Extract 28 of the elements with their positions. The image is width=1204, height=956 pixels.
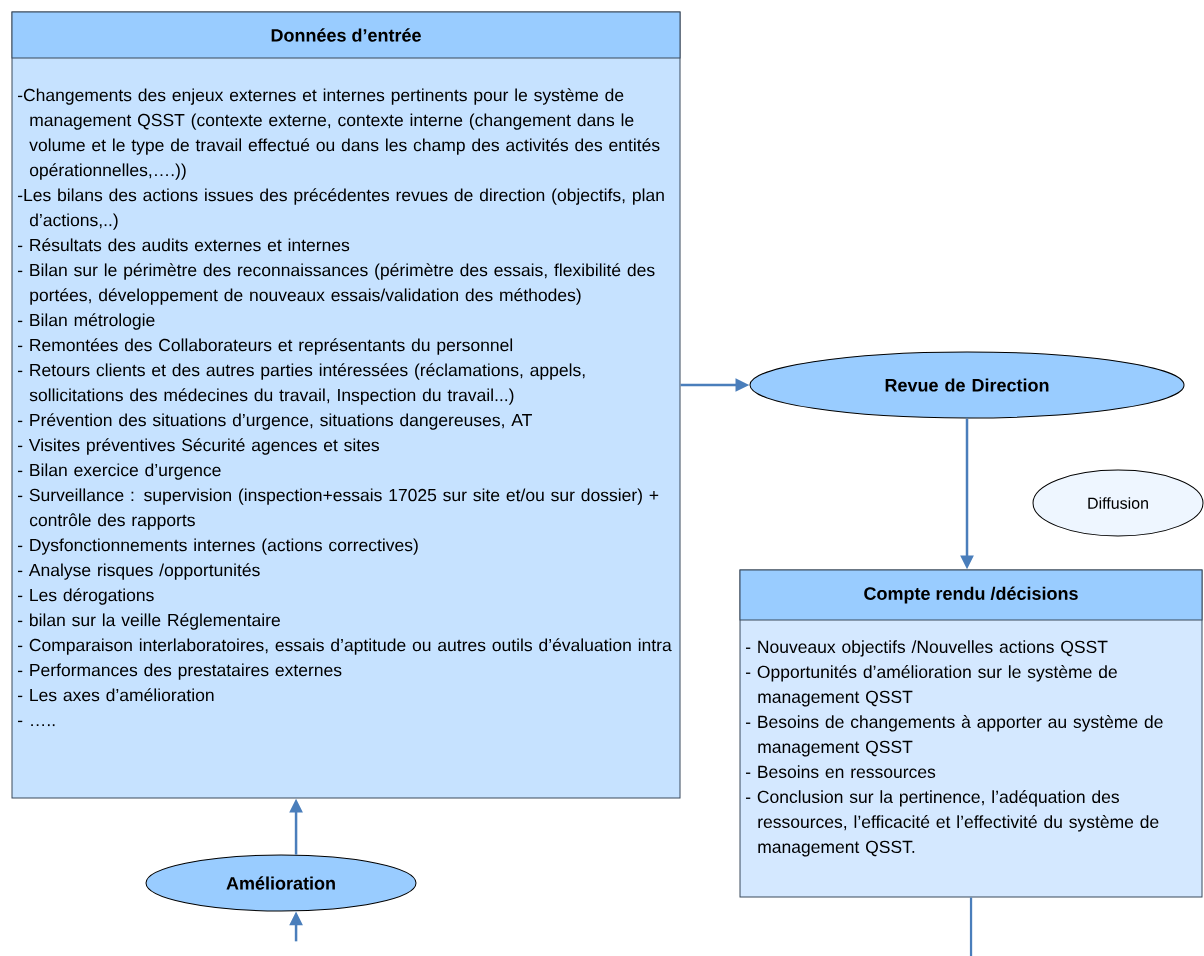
- list-item: - …..: [18, 720, 55, 727]
- list-item: - Les dérogations: [18, 588, 154, 605]
- list-item: - Comparaison interlaboratoires, essais d’aptitude ou autres outils d’évaluation intra: [18, 638, 672, 655]
- list-item: -Changements des enjeux externes et internes pertinents pour le système de management QSST (contexte externe, contexte interne (changement dans le volume et le type de travail effectué ou dans les champ des activités des entités opérationnelles,….)): [18, 88, 660, 180]
- box-heading: Compte rendu /décisions: [864, 586, 1078, 604]
- list-item: - bilan sur la veille Réglementaire: [18, 613, 280, 630]
- list-item: - Prévention des situations d’urgence, situations dangereuses, AT: [18, 413, 532, 430]
- list-item: - Surveillance : supervision (inspection+essais 17025 sur site et/ou sur dossier) + contrôle des rapports: [18, 488, 659, 530]
- list-item: - Retours clients et des autres parties intéressées (réclamations, appels, sollicitations des médecines du travail, Inspection du travail...): [18, 363, 585, 405]
- process-box: [11, 11, 681, 799]
- list-item: - Bilan sur le périmètre des reconnaissances (périmètre des essais, flexibilité des portées, développement de nouveaux essais/validation des méthodes): [18, 263, 655, 305]
- list-item: -Les bilans des actions issues des précédentes revues de direction (objectifs, plan d’actions,..): [18, 188, 664, 230]
- list-item: - Bilan métrologie: [18, 313, 155, 330]
- list-item: - Remontées des Collaborateurs et représentants du personnel: [18, 338, 513, 355]
- list-item: - Bilan exercice d’urgence: [18, 463, 221, 480]
- list-item: - Visites préventives Sécurité agences et sites: [18, 438, 379, 455]
- list-item: - Besoins de changements à apporter au système de management QSST: [746, 715, 1163, 757]
- list-item: - Dysfonctionnements internes (actions correctives): [18, 538, 418, 555]
- list-item: - Nouveaux objectifs /Nouvelles actions QSST: [746, 640, 1108, 657]
- list-item: - Les axes d’amélioration: [18, 688, 214, 702]
- list-item: - Opportunités d’amélioration sur le système de management QSST: [746, 665, 1117, 707]
- list-item: - Résultats des audits externes et internes: [18, 238, 350, 252]
- list-item: - Analyse risques /opportunités: [18, 563, 260, 580]
- box-heading: Données d’entrée: [271, 28, 421, 42]
- process-box: [739, 569, 1203, 898]
- list-item: - Besoins en ressources: [746, 765, 936, 779]
- list-item: - Performances des prestataires externes: [18, 663, 342, 680]
- list-item: - Conclusion sur la pertinence, l’adéquation des ressources, l’efficacité et l’effectivité du système de management QSST.: [746, 790, 1159, 857]
